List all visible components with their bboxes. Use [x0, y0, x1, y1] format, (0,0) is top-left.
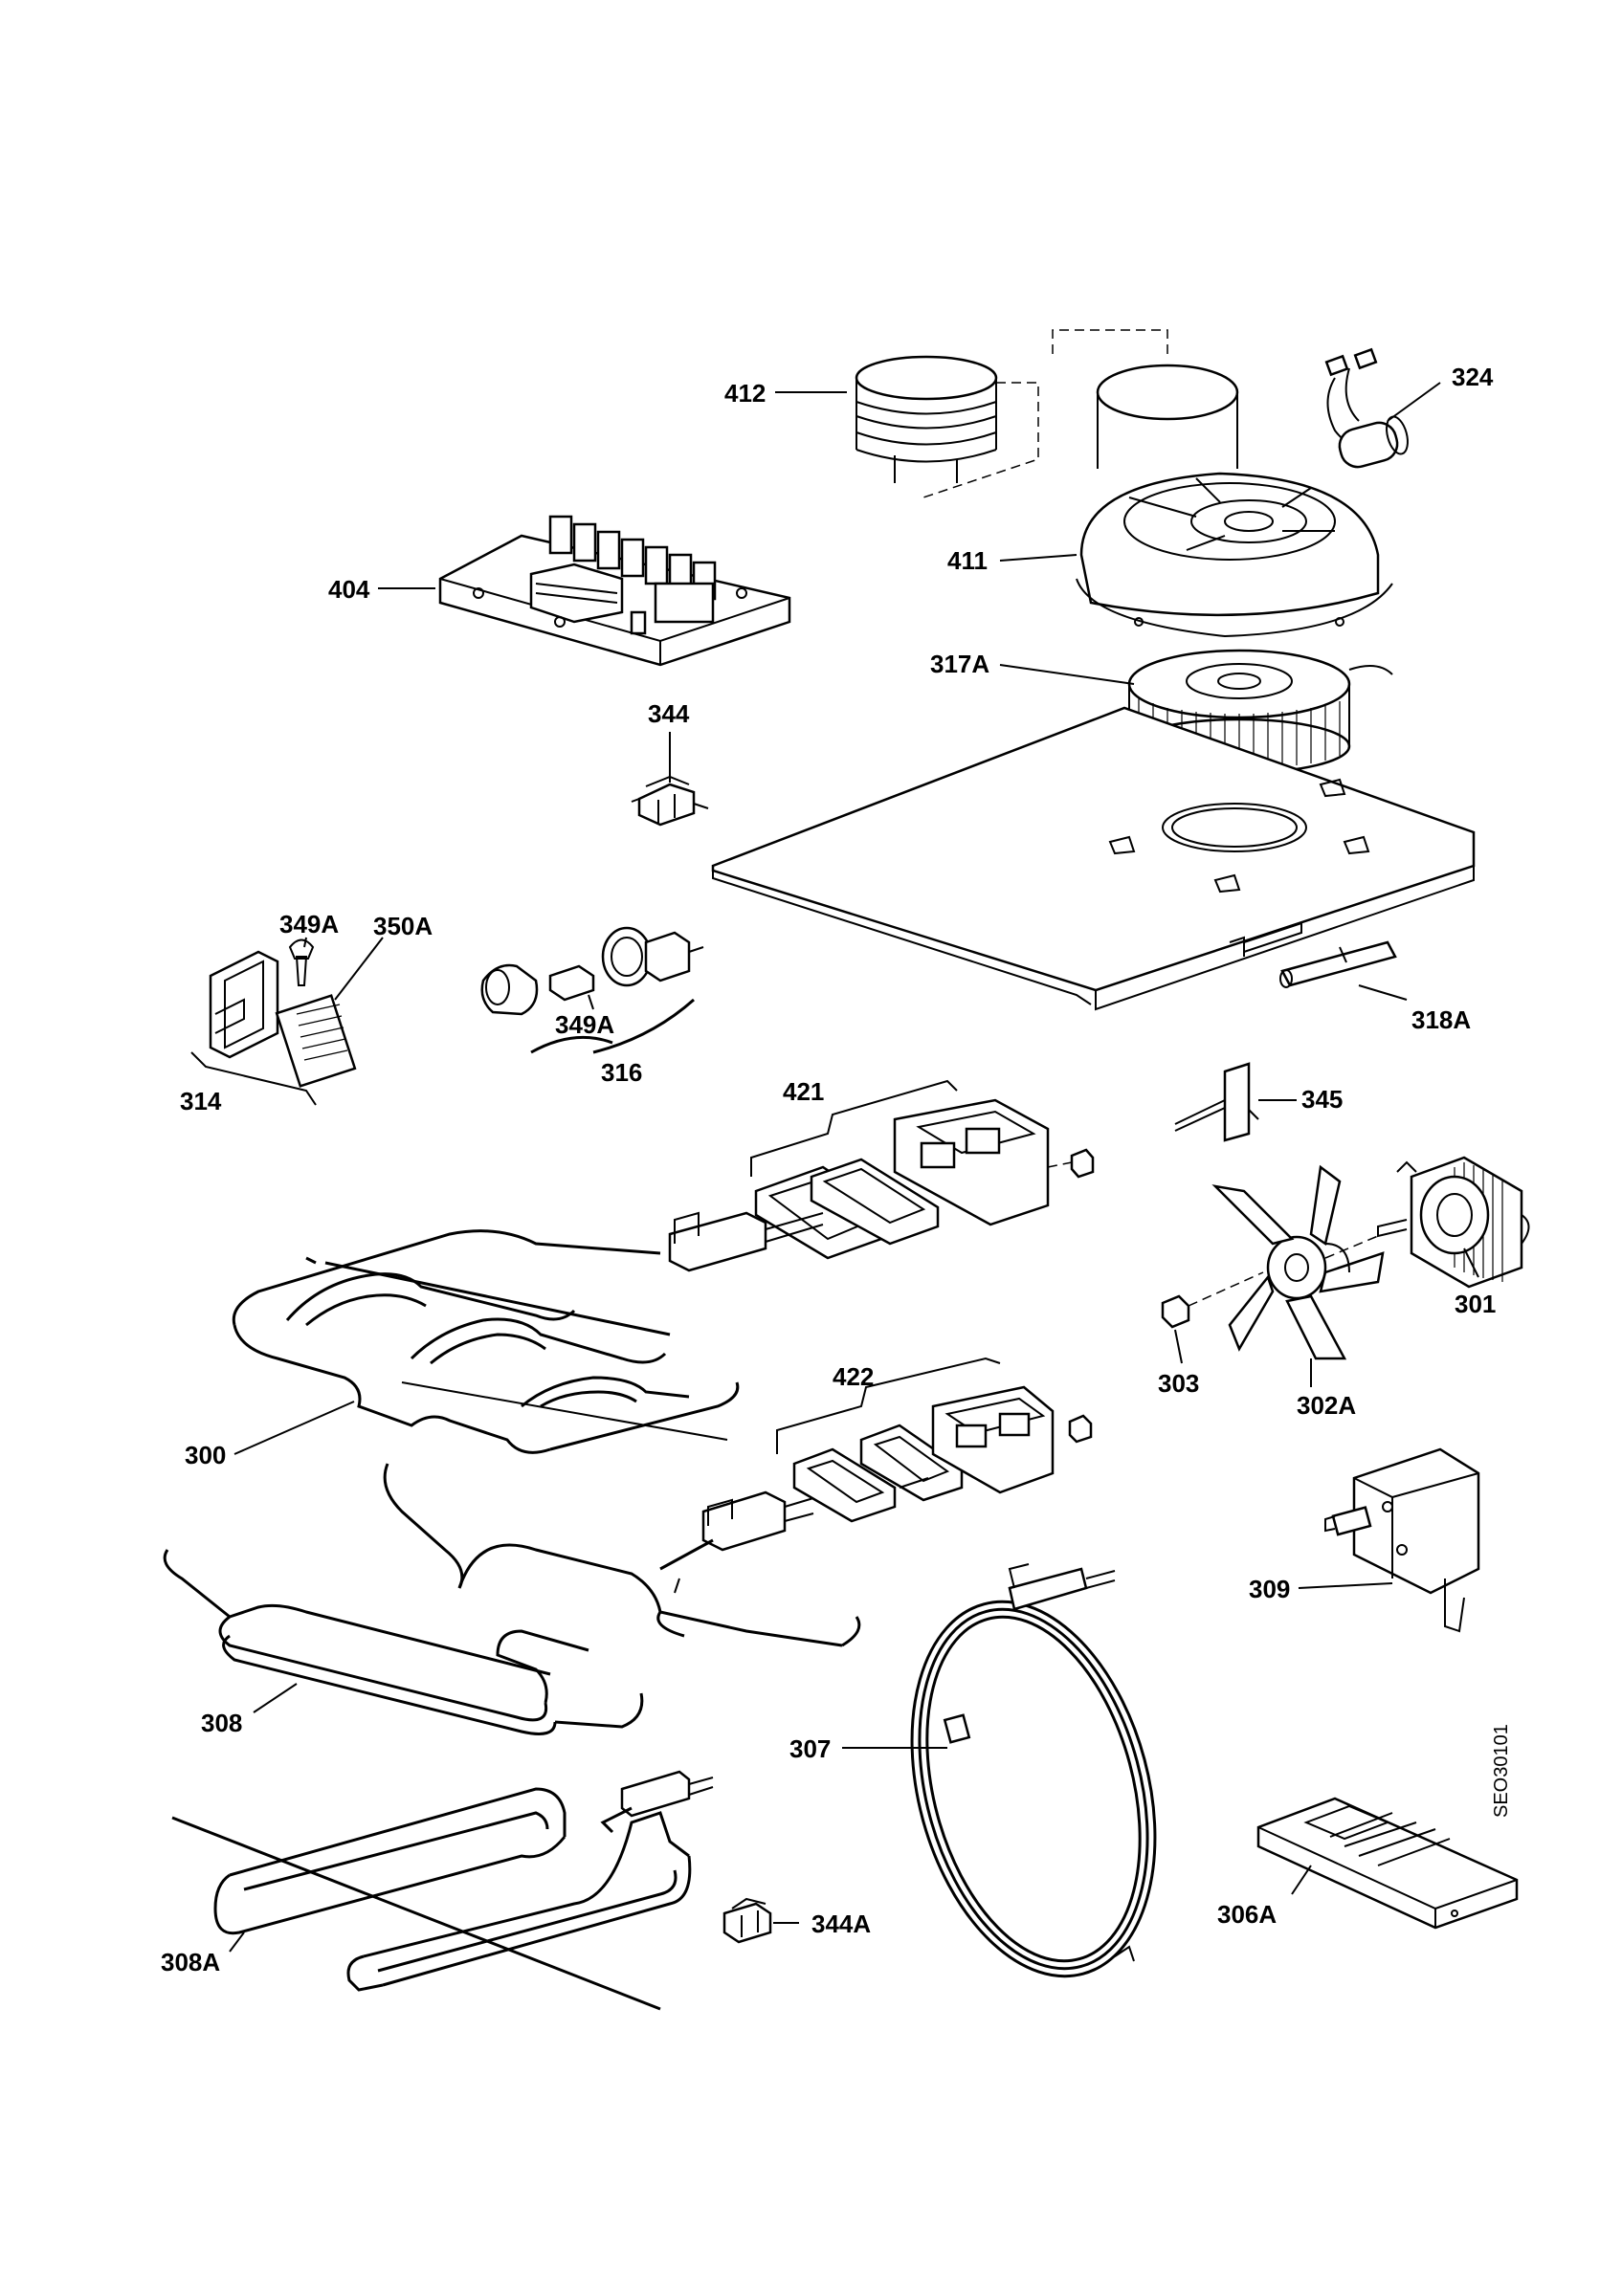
- label-316: 316: [601, 1058, 642, 1087]
- label-307: 307: [789, 1734, 831, 1763]
- part-302A-fan-blade: [1211, 1164, 1385, 1360]
- part-307-ring-element: [910, 1563, 1157, 1978]
- part-300-grill-element: [232, 1211, 824, 1454]
- part-324-capacitor: [1324, 347, 1409, 469]
- part-422-seal-set: [776, 1357, 1093, 1523]
- part-318A-tube: [1279, 940, 1397, 988]
- label-303: 303: [1158, 1369, 1199, 1398]
- label-350A: 350A: [373, 912, 433, 940]
- label-412: 412: [724, 379, 766, 408]
- part-345-bracket: [1174, 1062, 1259, 1142]
- label-309: 309: [1249, 1575, 1290, 1603]
- label-349A-mid: 349A: [555, 1010, 614, 1039]
- label-308A: 308A: [161, 1948, 220, 1976]
- label-411: 411: [947, 546, 988, 575]
- part-314-lamp-assembly: [190, 938, 357, 1106]
- part-306A-cover-panel: [1256, 1797, 1519, 1930]
- label-306A: 306A: [1217, 1900, 1277, 1929]
- part-344A-clip: [722, 1897, 772, 1944]
- label-422: 422: [833, 1362, 874, 1391]
- label-318A: 318A: [1411, 1005, 1471, 1034]
- part-421-seal-set: [750, 1079, 1095, 1260]
- part-303-nut: [1161, 1271, 1264, 1329]
- label-300: 300: [185, 1441, 226, 1469]
- label-314: 314: [180, 1087, 222, 1115]
- label-404: 404: [328, 575, 370, 604]
- part-309-timer: [1324, 1447, 1480, 1633]
- label-421: 421: [783, 1077, 824, 1106]
- label-349A-top: 349A: [279, 910, 339, 938]
- label-344: 344: [648, 699, 690, 728]
- part-344-thermostat: [631, 775, 709, 827]
- part-411-blower-housing: [1052, 329, 1393, 638]
- part-412-duct-ring: [855, 355, 1039, 498]
- part-316-lamp-holder: [480, 926, 704, 1054]
- label-324: 324: [1452, 363, 1494, 391]
- label-344A: 344A: [811, 1910, 871, 1938]
- part-roof-panel: [711, 706, 1476, 1011]
- part-404-control-board: [438, 515, 791, 667]
- label-308: 308: [201, 1709, 242, 1737]
- label-301: 301: [1455, 1290, 1496, 1318]
- part-301-fan-motor: [1377, 1156, 1530, 1289]
- drawing-code: SEO30101: [1491, 1724, 1512, 1818]
- label-302A: 302A: [1297, 1391, 1356, 1420]
- part-number-labels: 412 324 404 411 317A 344 349A 350A 349A …: [161, 363, 1512, 1976]
- label-317A: 317A: [930, 650, 989, 678]
- leader-lines: [229, 382, 1479, 1953]
- label-345: 345: [1301, 1085, 1343, 1114]
- part-308-lower-element: [163, 1463, 861, 1735]
- part-308A-top-element: [171, 1770, 714, 2011]
